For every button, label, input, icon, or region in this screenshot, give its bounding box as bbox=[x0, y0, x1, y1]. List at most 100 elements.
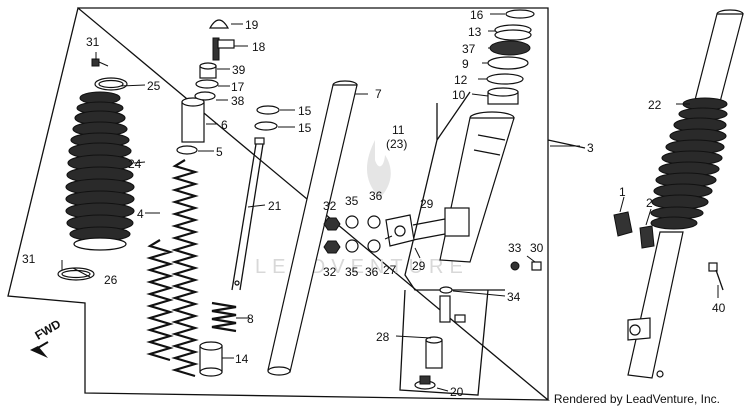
callout-3: 3 bbox=[587, 141, 594, 155]
callout-29a: 29 bbox=[420, 197, 434, 211]
callout-5: 5 bbox=[216, 145, 223, 159]
base-valve-28 bbox=[425, 295, 466, 369]
callout-37: 37 bbox=[462, 42, 476, 56]
fwd-arrow-icon bbox=[30, 341, 49, 358]
callout-1: 1 bbox=[619, 185, 626, 199]
bushing-13 bbox=[494, 24, 532, 41]
ring-15b bbox=[254, 121, 278, 131]
callout-17: 17 bbox=[231, 80, 245, 94]
oil-seal-37 bbox=[489, 40, 531, 56]
washer-36b bbox=[367, 239, 381, 253]
fork-cover-1 bbox=[613, 211, 633, 237]
callout-13: 13 bbox=[468, 25, 482, 39]
fork-spring-4 bbox=[146, 159, 199, 378]
o-ring-38 bbox=[194, 91, 216, 101]
outer-slider-11 bbox=[439, 111, 515, 263]
fork-cap-39 bbox=[199, 62, 217, 79]
callout-15b: 15 bbox=[298, 121, 312, 135]
ring-17 bbox=[195, 79, 219, 89]
callout-33: 33 bbox=[508, 241, 522, 255]
nut-32b bbox=[323, 240, 341, 254]
assembly-outline bbox=[7, 6, 586, 401]
callout-30: 30 bbox=[530, 241, 544, 255]
callout-10: 10 bbox=[452, 88, 466, 102]
callout-29b: 29 bbox=[412, 259, 426, 273]
clamp-26 bbox=[57, 260, 95, 281]
callout-16: 16 bbox=[470, 8, 484, 22]
callout-12: 12 bbox=[454, 73, 468, 87]
watermark: LEADVENTURE bbox=[255, 256, 469, 278]
fwd-label: FWD bbox=[33, 317, 64, 343]
callout-14: 14 bbox=[235, 352, 249, 366]
callout-labels: 1 2 3 4 5 6 7 8 9 10 11 (23) 12 13 14 15… bbox=[22, 8, 726, 399]
fork-cover-2 bbox=[639, 225, 655, 249]
callout-8: 8 bbox=[247, 312, 254, 326]
o-ring-34 bbox=[439, 286, 453, 294]
callout-22: 22 bbox=[648, 98, 662, 112]
callout-20: 20 bbox=[450, 385, 464, 399]
callout-9: 9 bbox=[462, 57, 469, 71]
callout-11: 11 bbox=[392, 123, 405, 137]
callout-31b: 31 bbox=[22, 252, 36, 266]
callout-21: 21 bbox=[268, 199, 282, 213]
axle-holder-27 bbox=[385, 214, 415, 247]
callout-34: 34 bbox=[507, 290, 521, 304]
leader-lines bbox=[72, 13, 719, 392]
damper-rod-21 bbox=[231, 137, 265, 291]
washer-35a bbox=[345, 215, 359, 229]
drain-bolt-30 bbox=[531, 261, 542, 271]
circlip-16 bbox=[505, 9, 535, 19]
callout-38: 38 bbox=[231, 94, 245, 108]
guide-bushing-12 bbox=[486, 73, 524, 85]
callout-39: 39 bbox=[232, 63, 246, 77]
callout-36a: 36 bbox=[369, 189, 383, 203]
nut-32a bbox=[323, 217, 341, 231]
callout-11-alt: (23) bbox=[386, 137, 407, 151]
callout-19: 19 bbox=[245, 18, 259, 32]
subassembly-outline-28 bbox=[399, 289, 489, 396]
bolt-29a bbox=[412, 218, 446, 226]
callout-36b: 36 bbox=[365, 265, 379, 279]
callout-28: 28 bbox=[376, 330, 390, 344]
slider-bushing-10 bbox=[487, 87, 519, 105]
callout-7: 7 bbox=[375, 87, 382, 101]
callout-4: 4 bbox=[137, 207, 144, 221]
callout-24: 24 bbox=[128, 157, 142, 171]
callout-35a: 35 bbox=[345, 194, 359, 208]
bolt-29b bbox=[412, 233, 446, 241]
callout-2: 2 bbox=[646, 196, 653, 210]
watermark-flame-icon bbox=[366, 140, 391, 198]
ring-15a bbox=[256, 105, 280, 115]
callout-15a: 15 bbox=[298, 104, 312, 118]
fork-tube-7 bbox=[267, 80, 358, 376]
callout-35b: 35 bbox=[345, 265, 359, 279]
washer-33 bbox=[510, 261, 520, 271]
clamp-25 bbox=[94, 77, 128, 91]
callout-18: 18 bbox=[252, 40, 266, 54]
callout-31a: 31 bbox=[86, 35, 100, 49]
bolt-40 bbox=[708, 262, 724, 291]
callout-26: 26 bbox=[104, 273, 118, 287]
socket-bolt-20 bbox=[414, 375, 436, 390]
callout-32b: 32 bbox=[323, 265, 337, 279]
callout-40: 40 bbox=[712, 301, 726, 315]
callout-25: 25 bbox=[147, 79, 161, 93]
dust-boot-24 bbox=[65, 91, 135, 251]
spacer-6 bbox=[181, 97, 205, 143]
callout-32a: 32 bbox=[323, 199, 337, 213]
callout-27: 27 bbox=[383, 263, 397, 277]
fork-assembly-3 bbox=[627, 9, 744, 379]
valve-cap-19 bbox=[208, 19, 230, 29]
oil-lock-piece-14 bbox=[199, 341, 223, 377]
callout-6: 6 bbox=[221, 118, 228, 132]
washer-35b bbox=[345, 239, 359, 253]
washer-36a bbox=[367, 215, 381, 229]
rebound-spring-8 bbox=[211, 301, 237, 333]
air-valve-18 bbox=[212, 37, 235, 61]
back-up-ring-9 bbox=[487, 56, 529, 70]
washer-5 bbox=[176, 145, 198, 155]
subassembly-outline-11 bbox=[404, 91, 505, 291]
bolt-31 bbox=[91, 52, 109, 67]
render-credit: Rendered by LeadVenture, Inc. bbox=[553, 392, 720, 406]
